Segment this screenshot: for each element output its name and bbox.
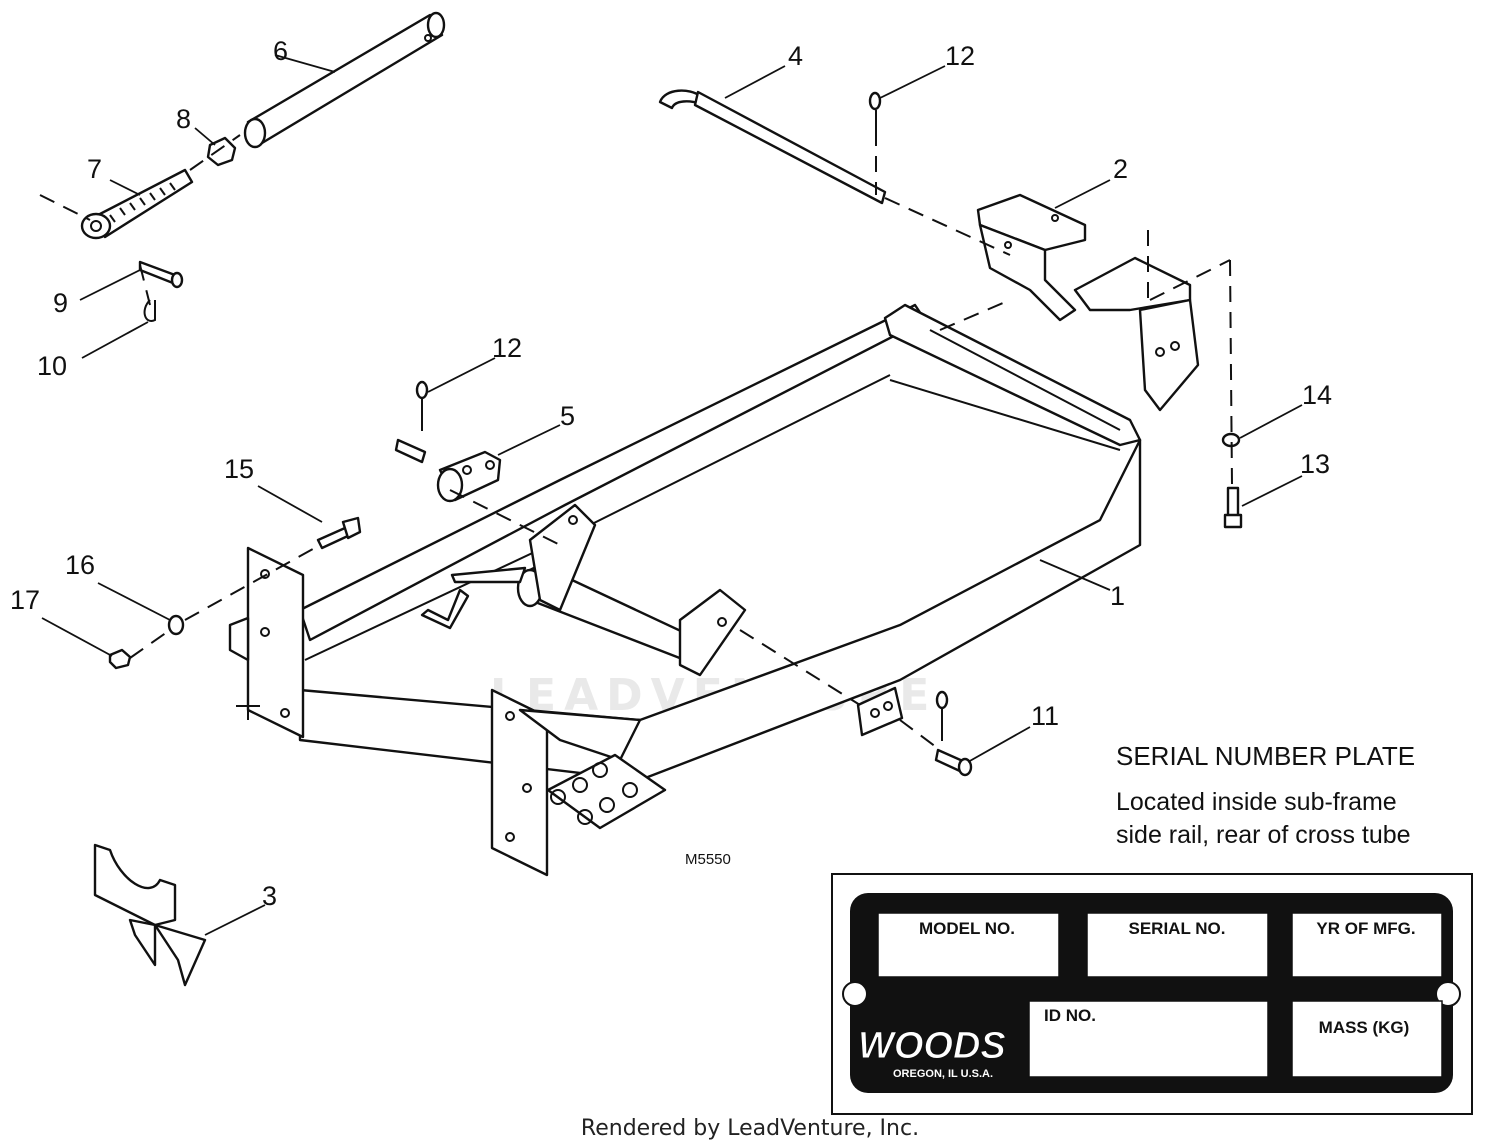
clevis [436, 450, 502, 503]
bolt-13 [1223, 486, 1243, 529]
callout-1: 1 [1110, 581, 1125, 611]
hair-clip [143, 299, 156, 322]
pin-11 [934, 748, 973, 777]
adjust-tube [243, 11, 446, 149]
serial-plate-title: SERIAL NUMBER PLATE [1116, 741, 1416, 771]
serial-number-plate: MODEL NO. SERIAL NO. YR OF MFG. ID NO. M… [831, 873, 1473, 1115]
callout-9: 9 [53, 288, 68, 318]
lynch-pin-bottom [935, 690, 949, 725]
woods-location: OREGON, IL U.S.A. [893, 1068, 993, 1080]
callout-17: 17 [10, 585, 40, 615]
callout-13: 13 [1300, 449, 1330, 479]
callout-12-middle: 12 [492, 333, 522, 363]
plate-year-label: YR OF MFG. [1316, 919, 1415, 938]
callout-14: 14 [1302, 380, 1332, 410]
lynch-pin-middle [394, 380, 429, 464]
serial-plate-location-1: Located inside sub-frame [1116, 788, 1397, 816]
callout-12-top: 12 [945, 41, 975, 71]
bolt-15 [316, 516, 362, 550]
callout-8: 8 [176, 104, 191, 134]
plate-id-label: ID NO. [1044, 1006, 1096, 1025]
callout-5: 5 [560, 401, 575, 431]
callout-2: 2 [1113, 154, 1128, 184]
shield-guard [93, 843, 207, 987]
rear-bracket [976, 193, 1200, 412]
callout-numbers: 1 2 3 4 5 6 7 8 9 10 11 12 12 13 14 15 1… [10, 36, 1332, 911]
callout-16: 16 [65, 550, 95, 580]
plate-model-label: MODEL NO. [919, 919, 1015, 938]
serial-plate-location-2: side rail, rear of cross tube [1116, 821, 1411, 849]
callout-11: 11 [1031, 701, 1059, 731]
handle-rod [658, 89, 887, 205]
clevis-pin [138, 260, 184, 289]
drawing-number: M5550 [685, 851, 731, 868]
assembly-lines [39, 130, 1233, 751]
callout-7: 7 [87, 154, 102, 184]
woods-logo: WOODS [858, 1025, 1006, 1067]
plate-serial-label: SERIAL NO. [1129, 919, 1226, 938]
callout-3: 3 [262, 881, 277, 911]
lynch-pin-top [868, 91, 882, 130]
footer-credit: Rendered by LeadVenture, Inc. [580, 1116, 920, 1141]
plate-mass-label: MASS (KG) [1319, 1018, 1410, 1037]
washer-16 [167, 614, 185, 636]
nut-17 [108, 648, 132, 670]
callout-6: 6 [273, 36, 288, 66]
leader-lines [41, 54, 1303, 936]
callout-4: 4 [788, 41, 803, 71]
callout-10: 10 [37, 351, 67, 381]
sub-frame [228, 303, 1142, 877]
callout-15: 15 [224, 454, 254, 484]
